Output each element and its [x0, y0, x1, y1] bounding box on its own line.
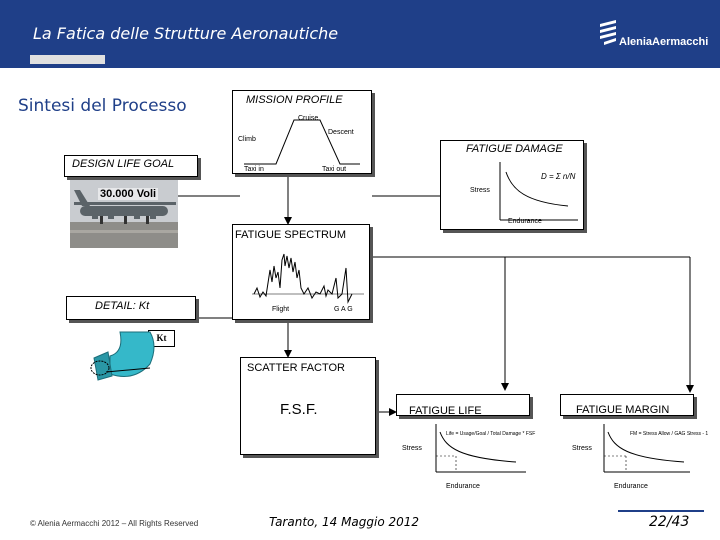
taxi-in-label: Taxi in	[244, 166, 264, 173]
kt-label-box: Kt	[148, 330, 175, 347]
scatter-factor-value: F.S.F.	[280, 401, 318, 418]
climb-label: Climb	[238, 136, 256, 143]
design-life-goal-title: DESIGN LIFE GOAL	[72, 158, 175, 170]
fatigue-damage-stress-label: Stress	[470, 187, 490, 194]
scatter-factor-title: SCATTER FACTOR	[247, 362, 345, 374]
fatigue-life-formula: Life = Usage/Goal / Total Damage * FSF	[446, 431, 536, 437]
fatigue-margin-title: FATIGUE MARGIN	[576, 404, 670, 416]
fatigue-life-stress-label: Stress	[402, 445, 422, 452]
descent-label: Descent	[328, 129, 354, 136]
mission-profile-graph	[244, 119, 360, 165]
mission-profile-title: MISSION PROFILE	[246, 94, 343, 106]
copyright-text: © Alenia Aermacchi 2012 – All Rights Res…	[30, 519, 199, 528]
process-subtitle: Sintesi del Processo	[18, 96, 187, 116]
spectrum-gag-label: G A G	[334, 306, 353, 313]
design-life-value: 30.000 Voli	[98, 188, 159, 200]
fatigue-spectrum-chart	[252, 253, 364, 304]
spectrum-flight-label: Flight	[272, 306, 290, 313]
fatigue-damage-title: FATIGUE DAMAGE	[466, 143, 563, 155]
header-accent-line	[30, 55, 105, 64]
design-life-goal-box	[64, 155, 198, 177]
fatigue-life-sn-curve	[435, 424, 526, 473]
footer-accent-bar	[618, 510, 704, 512]
fatigue-margin-stress-label: Stress	[572, 445, 592, 452]
fatigue-life-title: FATIGUE LIFE	[409, 405, 482, 417]
fatigue-damage-endurance-label: Endurance	[508, 218, 542, 225]
kt-detail-part-icon	[90, 331, 155, 381]
company-logo-icon	[600, 20, 616, 45]
fatigue-life-endurance-label: Endurance	[446, 483, 480, 490]
detail-kt-title: DETAIL: Kt	[95, 300, 150, 312]
scatter-factor-box	[240, 357, 376, 455]
location-date-text: Taranto, 14 Maggio 2012	[269, 515, 420, 529]
page-title: La Fatica delle Strutture Aeronautiche	[33, 24, 339, 43]
fatigue-damage-formula: D = Σ n/N	[541, 172, 576, 181]
fatigue-damage-sn-curve	[499, 162, 578, 221]
logo-text: AleniaAermacchi	[619, 36, 709, 48]
detail-kt-box	[66, 296, 196, 320]
fatigue-life-box	[396, 394, 530, 416]
fatigue-margin-formula: FM = Stress Allow / GAG Stress - 1	[630, 431, 709, 437]
fatigue-spectrum-box	[232, 224, 370, 320]
fatigue-spectrum-title: FATIGUE SPECTRUM	[235, 229, 347, 241]
fatigue-margin-sn-curve	[603, 424, 690, 473]
mission-profile-box	[232, 90, 372, 174]
fatigue-damage-box	[440, 140, 584, 230]
fatigue-margin-box	[560, 394, 694, 416]
page-number: 22/43	[649, 514, 690, 530]
fatigue-margin-endurance-label: Endurance	[614, 483, 648, 490]
taxi-out-label: Taxi out	[322, 166, 347, 173]
cruise-label: Cruise	[298, 115, 319, 122]
header-bar	[0, 0, 720, 68]
